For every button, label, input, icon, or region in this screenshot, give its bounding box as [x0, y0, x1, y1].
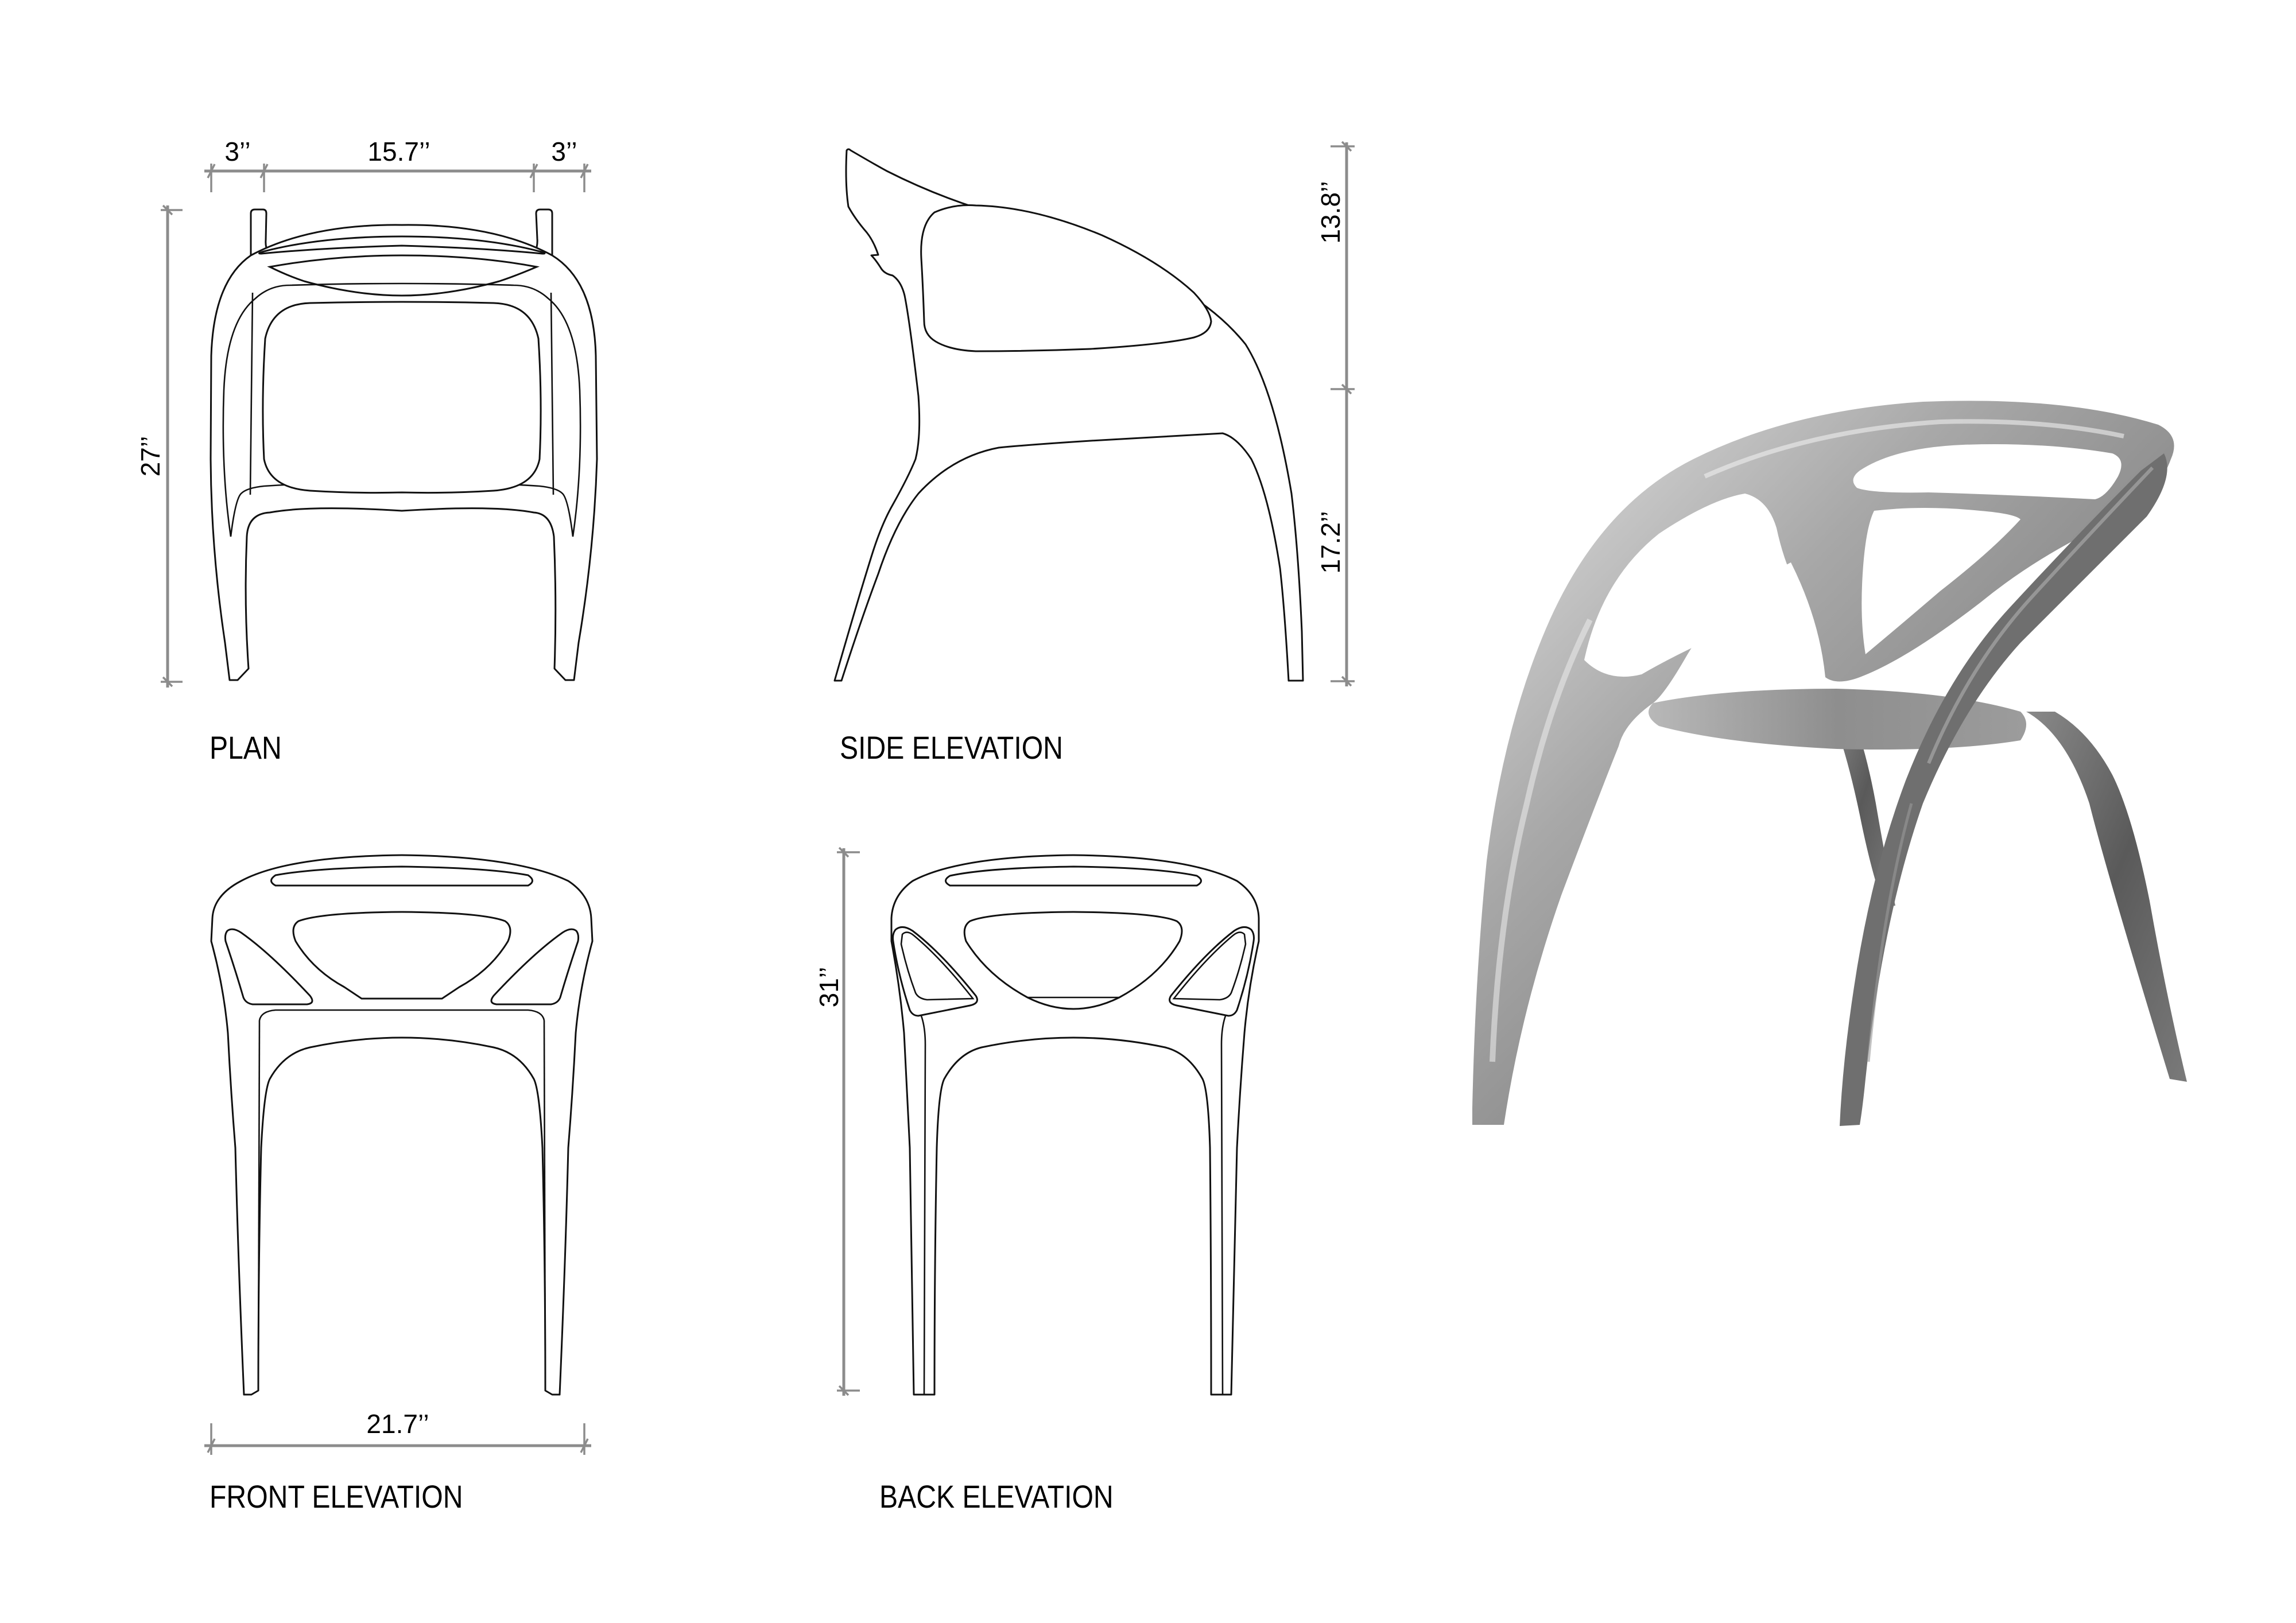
view-label-plan: PLAN: [210, 729, 282, 766]
front-elevation-drawing: [210, 854, 594, 1396]
dim-side-seat-height: 17.2’’: [1316, 511, 1345, 573]
dimension-plan-width: 3’’ 15.7’’ 3’’: [204, 137, 591, 192]
dimension-side-heights: 13.8’’ 17.2’’: [1316, 141, 1355, 687]
dimension-front-width: 21.7’’: [204, 1409, 591, 1455]
back-elevation-drawing: [890, 854, 1260, 1396]
chair-photo-render: [1472, 401, 2187, 1126]
dim-back-total-height: 31’’: [814, 967, 844, 1008]
dimension-plan-depth: 27’’: [135, 204, 183, 688]
view-label-side-elevation: SIDE ELEVATION: [840, 729, 1063, 766]
view-label-back-elevation: BACK ELEVATION: [879, 1478, 1114, 1515]
dim-plan-depth: 27’’: [135, 436, 165, 477]
side-elevation-drawing: [833, 148, 1304, 682]
dimension-back-height: 31’’: [814, 847, 860, 1396]
dim-plan-left-arm: 3’’: [224, 137, 250, 166]
plan-view-drawing: [210, 208, 598, 681]
dim-plan-seat-width: 15.7’’: [367, 137, 430, 166]
dim-plan-right-arm: 3’’: [551, 137, 577, 166]
view-label-front-elevation: FRONT ELEVATION: [210, 1478, 463, 1515]
dim-side-back-height: 13.8’’: [1316, 181, 1345, 243]
dim-front-total-width: 21.7’’: [366, 1409, 429, 1439]
